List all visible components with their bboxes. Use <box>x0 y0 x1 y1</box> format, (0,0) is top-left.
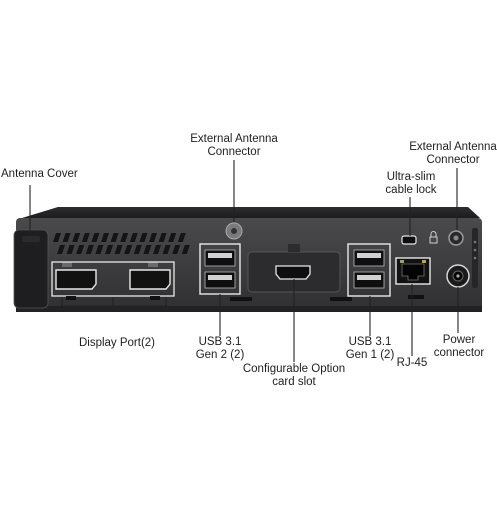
displayport-1 <box>55 262 97 290</box>
label-external-antenna-left-line2: Connector <box>207 146 261 158</box>
label-cable-lock-line1: Ultra-slim <box>386 171 436 183</box>
vent-slot <box>81 233 90 242</box>
vent-slot <box>114 245 123 254</box>
label-power-connector-line2: connector <box>433 347 485 359</box>
chassis-top <box>22 207 480 218</box>
label-option-card-slot: Configurable Option card slot <box>238 363 350 389</box>
label-usb-gen1-line1: USB 3.1 <box>348 336 392 348</box>
label-power-connector: Power connector <box>428 334 490 360</box>
vent-slot <box>162 245 171 254</box>
rj45-port <box>395 257 431 285</box>
displayport-2 <box>129 262 171 290</box>
vent-slot <box>129 233 138 242</box>
label-antenna-cover-text: Antenna Cover <box>1 168 78 180</box>
vent-slot <box>124 245 133 254</box>
usb-gen2-ports <box>199 243 241 295</box>
vent-slot <box>149 233 157 242</box>
label-external-antenna-left-line1: External Antenna <box>190 133 278 145</box>
vent-slot <box>133 245 142 254</box>
label-external-antenna-right: External Antenna Connector <box>403 141 497 167</box>
vent-slot <box>57 245 65 254</box>
vent-slot <box>158 233 167 242</box>
vent-slot <box>110 233 119 242</box>
label-cable-lock: Ultra-slim cable lock <box>376 171 446 197</box>
label-external-antenna-right-line2: Connector <box>426 154 480 166</box>
label-usb-gen2: USB 3.1 Gen 2 (2) <box>180 336 260 362</box>
vent-slot <box>95 245 104 254</box>
label-antenna-cover: Antenna Cover <box>1 168 78 181</box>
vent-slot <box>139 233 148 242</box>
vent-slot <box>105 245 113 254</box>
label-option-card-slot-line2: card slot <box>272 376 316 388</box>
vent-slot <box>101 233 109 242</box>
vent-slot <box>62 233 71 242</box>
vent-slot <box>181 245 190 254</box>
label-rj45: RJ-45 <box>390 357 434 370</box>
label-rj45-text: RJ-45 <box>396 357 428 369</box>
label-usb-gen1-line2: Gen 1 (2) <box>345 349 395 361</box>
vent-slot <box>85 245 94 254</box>
vent-slot <box>143 245 152 254</box>
vent-slot <box>172 245 181 254</box>
vent-slot <box>120 233 129 242</box>
label-external-antenna-right-line1: External Antenna <box>409 141 497 153</box>
lock-icon <box>429 231 438 244</box>
label-external-antenna-left: External Antenna Connector <box>184 133 284 159</box>
label-usb-gen2-line1: USB 3.1 <box>198 336 242 348</box>
cable-lock-slot <box>401 235 417 245</box>
vent-grille <box>53 233 190 254</box>
label-display-port: Display Port(2) <box>72 337 162 350</box>
antenna-cover <box>13 229 49 309</box>
label-cable-lock-line2: cable lock <box>385 184 437 196</box>
vent-slot <box>53 233 61 242</box>
vent-slot <box>177 233 186 242</box>
vent-slot <box>91 233 100 242</box>
leader-lines <box>29 160 459 362</box>
vent-slot <box>72 233 81 242</box>
label-option-card-slot-line1: Configurable Option <box>242 363 346 375</box>
label-display-port-text: Display Port(2) <box>78 337 156 349</box>
vent-slot <box>168 233 177 242</box>
label-power-connector-line1: Power <box>442 334 476 346</box>
vent-slot <box>66 245 75 254</box>
vent-slot <box>76 245 85 254</box>
vent-slot <box>153 245 161 254</box>
label-usb-gen2-line2: Gen 2 (2) <box>195 349 245 361</box>
label-usb-gen1: USB 3.1 Gen 1 (2) <box>332 336 408 362</box>
displayport-bracket <box>51 261 175 297</box>
usb-gen1-ports <box>347 243 391 297</box>
